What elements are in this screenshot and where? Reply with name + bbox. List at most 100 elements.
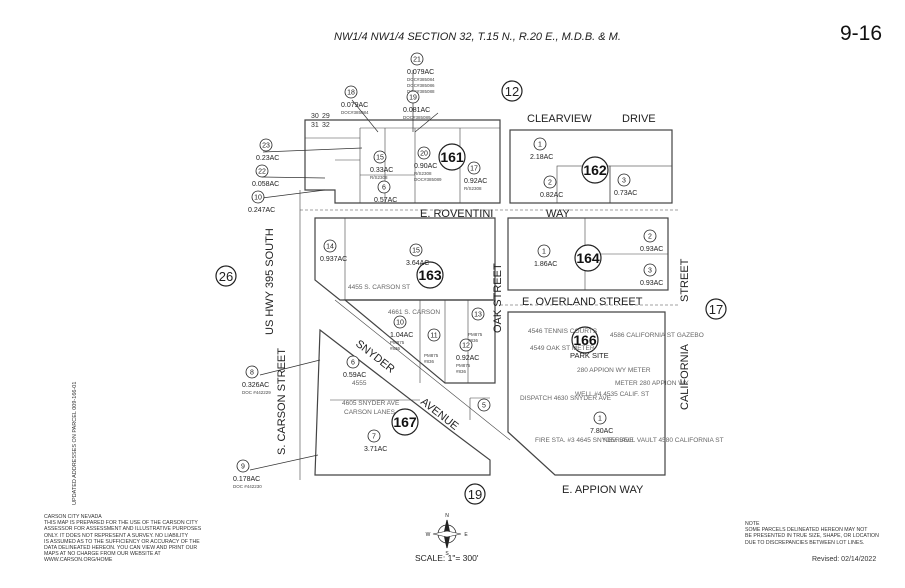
street-california-street: STREET	[679, 258, 691, 302]
parcel-number-circle	[467, 161, 481, 175]
parcel-number: 13	[474, 312, 482, 319]
street-california: CALIFORNIA	[679, 343, 691, 410]
svg-text:E: E	[464, 532, 468, 538]
parcel-number: 7	[372, 434, 376, 441]
parcel-area: 2.18AC	[530, 154, 553, 161]
parcel-number: 1	[538, 142, 542, 149]
parcel-area: 3.71AC	[364, 446, 387, 453]
compass-icon	[432, 519, 462, 549]
street-overland: E. OVERLAND STREET	[522, 296, 643, 308]
parcel-number-circle	[251, 190, 265, 204]
parcel-doc: DOC#385084	[341, 110, 369, 115]
revised-date: Revised: 02/14/2022	[812, 556, 877, 563]
parcel-area: 0.93AC	[640, 246, 663, 253]
parcel-doc: DOC #442229	[242, 390, 271, 395]
block-number-164: 164	[576, 250, 600, 266]
parcel-doc: DOC #442230	[233, 484, 262, 489]
block-167-outline	[314, 328, 491, 476]
parcel-area: 0.92AC	[456, 355, 479, 362]
parcel-number-circle	[617, 173, 631, 187]
svg-text:32: 32	[322, 122, 330, 129]
parcel-doc: #836	[390, 346, 401, 351]
parcel-number-circle	[406, 90, 420, 104]
parcel-doc: R/S2308	[370, 175, 388, 180]
parcel-doc: DOC#385086	[407, 83, 435, 88]
parcel-number: 15	[376, 155, 384, 162]
parcel-number: 6	[351, 360, 355, 367]
parcel-number-circle	[459, 338, 473, 352]
svg-text:4661 S. CARSON: 4661 S. CARSON	[388, 309, 440, 316]
parcel-number-circle	[367, 429, 381, 443]
page-number: 9-16	[840, 22, 883, 45]
street-roventini: E. ROVENTINI	[420, 208, 493, 220]
svg-text:NEV. BELL VAULT 4580 CALIFORNI: NEV. BELL VAULT 4580 CALIFORNIA ST	[603, 437, 724, 444]
parcel-area: 0.081AC	[403, 107, 430, 114]
parcel-doc: PM875	[390, 340, 405, 345]
parcel-area: 0.247AC	[248, 207, 275, 214]
parcel-number: 17	[470, 166, 478, 173]
parcel-number: 18	[347, 90, 355, 97]
parcel-number: 11	[430, 333, 437, 340]
adjacent-page-17: 17	[709, 302, 723, 317]
parcel-number: 10	[396, 320, 404, 327]
svg-text:29: 29	[322, 113, 330, 120]
map-title: NW1/4 NW1/4 SECTION 32, T.15 N., R.20 E.…	[334, 31, 621, 43]
parcel-number: 2	[648, 234, 652, 241]
parcel-doc: PM875	[468, 332, 483, 337]
parcel-area: 0.079AC	[407, 69, 434, 76]
svg-text:S: S	[445, 551, 449, 557]
parcel-area: 0.23AC	[256, 155, 279, 162]
parcel-number-circle	[643, 229, 657, 243]
svg-text:W: W	[426, 532, 431, 538]
parcel-number-circle	[427, 328, 441, 342]
parcel-number-circle	[477, 398, 491, 412]
parcel-number: 2	[548, 180, 552, 187]
parcel-number-circle	[344, 85, 358, 99]
parcel-doc: R/S2308	[414, 171, 432, 176]
parcel-doc: PM875	[424, 353, 439, 358]
street-roventini-way: WAY	[546, 208, 570, 220]
parcel-number-circle	[346, 355, 360, 369]
street-drive: DRIVE	[622, 113, 656, 125]
svg-text:CARSON LANES: CARSON LANES	[344, 409, 396, 416]
parcel-doc: DOC#385089	[403, 115, 431, 120]
parcel-number-circle	[471, 307, 485, 321]
parcel-doc: #836	[456, 369, 467, 374]
parcel-number: 15	[412, 248, 420, 255]
parcel-area: 0.73AC	[614, 190, 637, 197]
parcel-number-circle	[417, 146, 431, 160]
scale-label: SCALE: 1"= 300'	[415, 553, 479, 563]
street-appion: E. APPION WAY	[562, 484, 644, 496]
disclaimer-note: CARSON CITY NEVADA THIS MAP IS PREPARED …	[44, 514, 202, 564]
parcel-area: 1.04AC	[390, 332, 413, 339]
parcel-number: 21	[413, 57, 421, 64]
svg-text:4586 CALIFORNIA ST GAZEBO: 4586 CALIFORNIA ST GAZEBO	[610, 332, 704, 339]
svg-text:WELL #4 4535 CALIF. ST: WELL #4 4535 CALIF. ST	[575, 391, 649, 398]
parcel-number: 5	[482, 403, 486, 410]
parcel-number-circle	[409, 243, 423, 257]
svg-text:N: N	[445, 513, 449, 519]
parcel-number: 1	[542, 249, 546, 256]
parcel-number: 3	[622, 178, 626, 185]
parcel-doc: DOC#385088	[407, 89, 435, 94]
street-avenue: AVENUE	[418, 396, 460, 433]
parcel-doc: DOC#385084	[407, 77, 435, 82]
adjacent-page-12: 12	[505, 84, 519, 99]
block-number-162: 162	[583, 162, 607, 178]
parcel-area: 0.326AC	[242, 382, 269, 389]
street-clearview: CLEARVIEW	[527, 113, 592, 125]
block-number-161: 161	[440, 149, 464, 165]
svg-text:4555: 4555	[352, 380, 367, 387]
parcel-number-circle	[236, 459, 250, 473]
svg-text:4549 OAK ST METER: 4549 OAK ST METER	[530, 345, 595, 352]
parcel-number: 8	[250, 370, 254, 377]
parcel-area: 0.82AC	[540, 192, 563, 199]
block-166-outline	[507, 311, 666, 476]
parcel-number-circle	[537, 244, 551, 258]
parcel-number: 9	[241, 464, 245, 471]
parcel-doc: R/S2308	[464, 186, 482, 191]
parcel-area: 0.93AC	[640, 280, 663, 287]
parcel-area: 0.937AC	[320, 256, 347, 263]
parcel-area: 0.90AC	[414, 163, 437, 170]
